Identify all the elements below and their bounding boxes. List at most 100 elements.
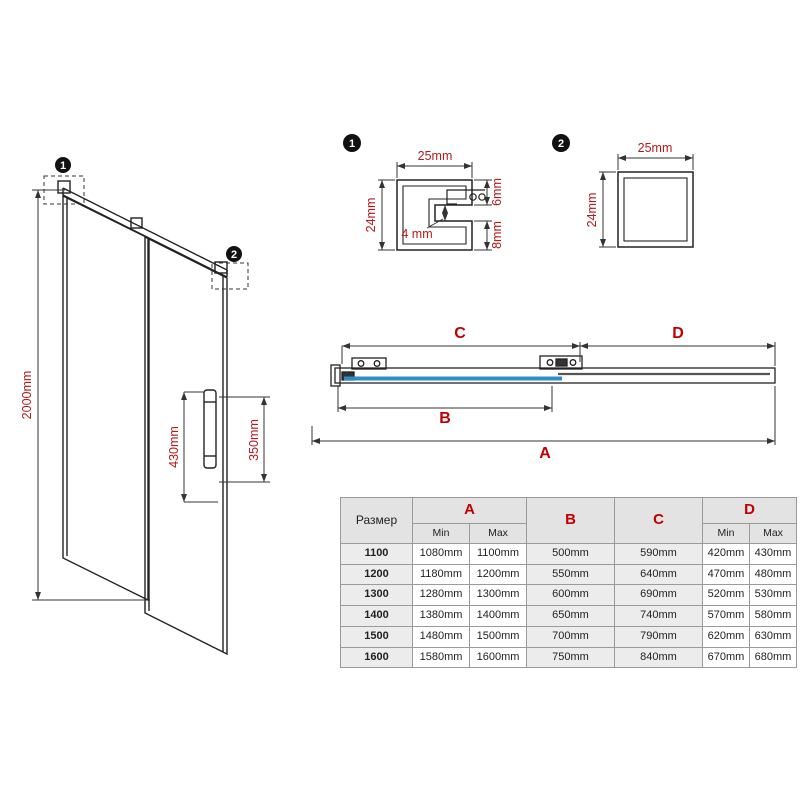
callout-1-label: 1 <box>349 138 355 150</box>
sliding-glass-panel <box>144 235 228 656</box>
cell-c: 790mm <box>614 625 703 648</box>
front-dimension-labels: 2000mm 430mm 350mm <box>20 371 261 468</box>
table-header-row: Размер A B C D <box>340 497 797 544</box>
square-profile-section <box>617 171 694 248</box>
callout-2-marker-icon <box>226 246 242 262</box>
col-header-a-max: Max <box>469 522 527 544</box>
cell-a-min: 1380mm <box>412 605 470 627</box>
cell-b: 650mm <box>526 605 615 627</box>
fixed-glass-panel <box>62 194 149 602</box>
cell-d-max: 580mm <box>749 605 797 627</box>
square-width-label: 25mm <box>638 141 673 155</box>
profile-width-label: 25mm <box>418 149 453 163</box>
cell-a-min: 1580mm <box>412 646 470 669</box>
top-rail <box>57 180 228 278</box>
square-height-label: 24mm <box>585 193 599 228</box>
cell-d-max: 680mm <box>749 646 797 669</box>
size-table: Размер A B C D Min Max Min Max 1100 1080… <box>340 497 797 669</box>
table-row: 1300 1280mm 1300mm 600mm 690mm 520mm 530… <box>340 584 797 607</box>
detail-1-callout: 1 <box>343 134 361 152</box>
cell-d-min: 620mm <box>702 625 750 648</box>
profile-bottom-wall-label: 8mm <box>490 221 504 249</box>
door-handle <box>203 389 217 469</box>
dimension-c-label: C <box>454 325 466 342</box>
callout-1-marker-icon <box>55 157 71 173</box>
top-view-drawing: C D B A <box>311 325 776 462</box>
rail-end-cap <box>214 261 228 274</box>
cell-b: 700mm <box>526 625 615 648</box>
track-assembly <box>330 355 776 387</box>
detail-1-dimension-lines <box>378 162 492 251</box>
cell-d-max: 430mm <box>749 542 797 565</box>
col-header-d: D <box>702 497 797 524</box>
cell-a-max: 1600mm <box>469 646 527 669</box>
callout-2-marker-icon <box>552 134 570 152</box>
detail-2-dimension-lines <box>599 154 694 248</box>
callout-markers: 1 2 <box>55 157 242 262</box>
callout-1-box <box>43 175 85 205</box>
roller-carriage <box>130 217 143 229</box>
cell-a-min: 1280mm <box>412 584 470 607</box>
cell-b: 750mm <box>526 646 615 669</box>
table-row: 1400 1380mm 1400mm 650mm 740mm 570mm 580… <box>340 605 797 627</box>
detail-2-dimension-labels: 25mm 24mm <box>585 141 672 227</box>
cell-c: 740mm <box>614 605 703 627</box>
plan-dimension-labels: C D B A <box>439 325 684 462</box>
cell-d-min: 570mm <box>702 605 750 627</box>
col-header-d-max: Max <box>749 522 797 544</box>
cell-a-min: 1480mm <box>412 625 470 648</box>
col-header-c: C <box>614 497 703 544</box>
height-dimension-label: 2000mm <box>20 371 34 420</box>
col-header-a: A <box>412 497 527 524</box>
cell-size: 1100 <box>340 542 413 565</box>
cell-d-min: 520mm <box>702 584 750 607</box>
handle-dimension-350-label: 350mm <box>247 419 261 461</box>
roller-carriage-left <box>351 357 387 370</box>
dimension-a-label: A <box>539 445 551 462</box>
col-header-size: Размер <box>340 497 413 544</box>
cell-b: 600mm <box>526 584 615 607</box>
front-dimension-lines <box>32 175 270 601</box>
cell-size: 1600 <box>340 646 413 669</box>
cell-a-max: 1200mm <box>469 563 527 586</box>
cell-size: 1500 <box>340 625 413 648</box>
cell-b: 550mm <box>526 563 615 586</box>
cell-c: 640mm <box>614 563 703 586</box>
handle-dimension-430-label: 430mm <box>167 426 181 468</box>
table-row: 1600 1580mm 1600mm 750mm 840mm 670mm 680… <box>340 646 797 669</box>
cell-d-min: 470mm <box>702 563 750 586</box>
cell-d-max: 530mm <box>749 584 797 607</box>
roller-carriage-right <box>539 355 583 370</box>
col-header-d-min: Min <box>702 522 750 544</box>
callout-2-label: 2 <box>231 249 237 261</box>
wall-profile-end <box>330 364 341 387</box>
cell-c: 690mm <box>614 584 703 607</box>
cell-a-min: 1080mm <box>412 542 470 565</box>
cell-b: 500mm <box>526 542 615 565</box>
cell-d-min: 420mm <box>702 542 750 565</box>
table-row: 1200 1180mm 1200mm 550mm 640mm 470mm 480… <box>340 563 797 586</box>
detail-1-dimension-labels: 25mm 24mm 6mm 8mm 4 mm <box>364 149 504 249</box>
front-view-drawing: 1 2 2000mm 430mm 350mm <box>20 157 270 656</box>
cell-size: 1200 <box>340 563 413 586</box>
cell-c: 590mm <box>614 542 703 565</box>
callout-2-box <box>211 262 249 290</box>
cell-a-max: 1400mm <box>469 605 527 627</box>
profile-height-label: 24mm <box>364 198 378 233</box>
cell-d-max: 630mm <box>749 625 797 648</box>
cell-size: 1300 <box>340 584 413 607</box>
table-row: 1100 1080mm 1100mm 500mm 590mm 420mm 430… <box>340 542 797 565</box>
callout-2-label: 2 <box>558 138 564 150</box>
rail-end-bracket <box>57 180 71 194</box>
callout-1-label: 1 <box>60 160 66 172</box>
cell-size: 1400 <box>340 605 413 627</box>
cell-a-max: 1300mm <box>469 584 527 607</box>
plan-dimension-lines <box>311 342 776 445</box>
cell-a-max: 1100mm <box>469 542 527 565</box>
dimension-b-label: B <box>439 410 451 427</box>
cell-d-min: 670mm <box>702 646 750 669</box>
profile-top-wall-label: 6mm <box>490 178 504 206</box>
col-header-a-min: Min <box>412 522 470 544</box>
cell-a-min: 1180mm <box>412 563 470 586</box>
